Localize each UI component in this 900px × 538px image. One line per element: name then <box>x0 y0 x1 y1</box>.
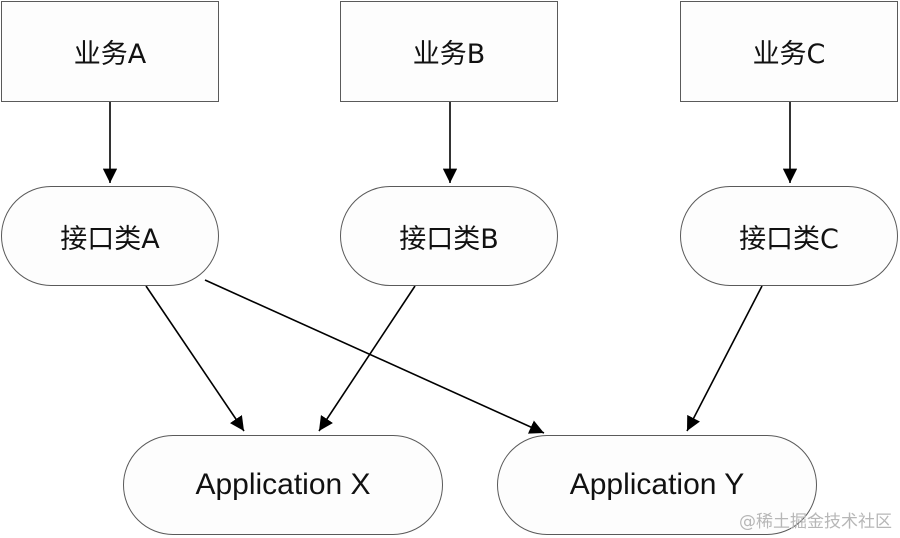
edge-interface-a-to-app-y <box>204 279 545 434</box>
business-label-a: 业务A <box>73 39 147 70</box>
application-y-label: Application Y <box>569 468 745 501</box>
application-x-label: Application X <box>195 468 371 501</box>
business-box-c: 业务C <box>680 1 898 102</box>
edge-interface-b-to-app-x <box>318 285 416 432</box>
interface-node-c: 接口类C <box>680 186 898 286</box>
watermark: @稀土掘金技术社区 <box>739 512 892 532</box>
business-box-b: 业务B <box>340 1 558 102</box>
interface-node-a: 接口类A <box>1 186 219 286</box>
business-label-b: 业务B <box>412 39 486 70</box>
business-box-a: 业务A <box>1 1 219 102</box>
business-label-c: 业务C <box>752 39 826 70</box>
interface-label-b: 接口类B <box>399 223 499 255</box>
application-y-node: Application Y <box>497 435 817 535</box>
application-x-node: Application X <box>123 435 443 535</box>
edge-interface-a-to-app-x <box>145 285 245 432</box>
edge-interface-c-to-app-y <box>686 285 763 432</box>
interface-node-b: 接口类B <box>340 186 558 286</box>
interface-label-c: 接口类C <box>739 223 839 255</box>
interface-label-a: 接口类A <box>60 223 160 255</box>
